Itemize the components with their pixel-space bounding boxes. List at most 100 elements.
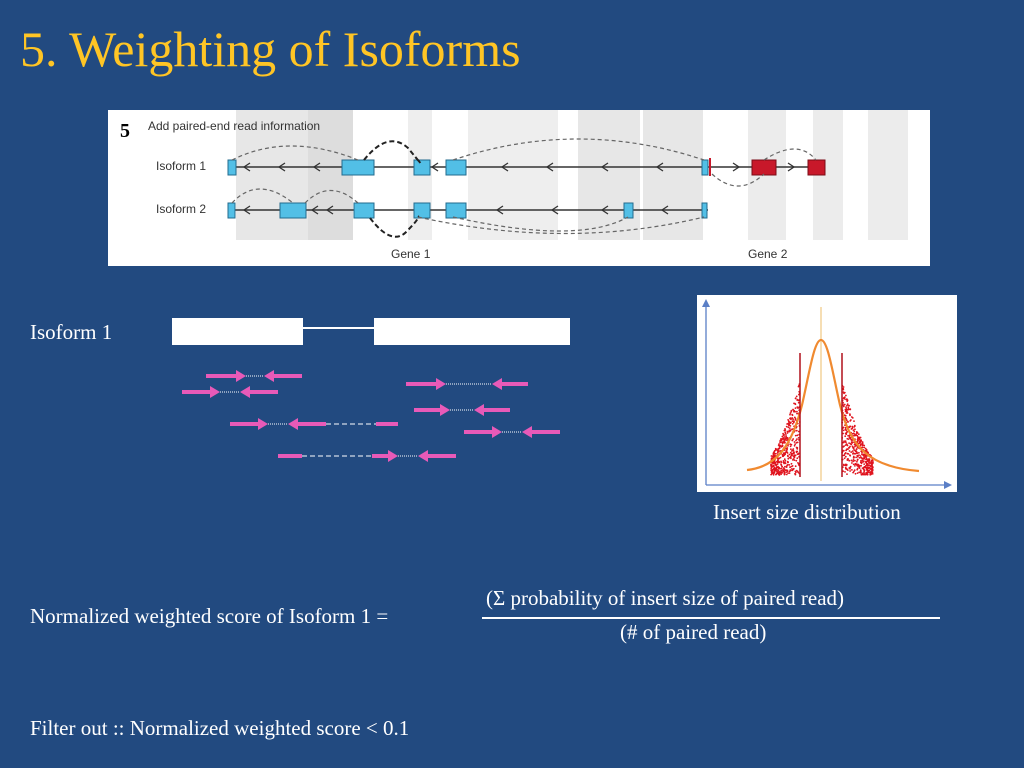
- sample-point: [863, 456, 866, 458]
- sample-point: [791, 469, 794, 472]
- sample-point: [788, 453, 791, 456]
- sample-point: [861, 458, 864, 460]
- sample-point: [773, 452, 775, 454]
- sample-point: [795, 441, 798, 444]
- sample-point: [848, 442, 850, 444]
- sample-point: [792, 452, 794, 455]
- sample-point: [846, 437, 849, 440]
- sample-point: [846, 399, 849, 402]
- sample-point: [863, 465, 866, 468]
- sample-point: [852, 459, 855, 461]
- sample-point: [784, 465, 786, 468]
- sample-point: [789, 412, 792, 414]
- sample-point: [849, 425, 852, 428]
- sample-point: [784, 432, 787, 435]
- sample-point: [780, 467, 783, 470]
- sample-point: [783, 458, 786, 461]
- sample-point: [854, 445, 856, 448]
- sample-point: [842, 405, 845, 408]
- sample-point: [784, 473, 786, 475]
- sample-point: [788, 427, 791, 429]
- sample-point: [779, 456, 782, 459]
- sample-point: [863, 463, 866, 465]
- sample-point: [851, 445, 854, 448]
- sample-point: [796, 410, 798, 413]
- sample-point: [856, 454, 859, 457]
- sample-point: [787, 422, 789, 425]
- sample-point: [782, 438, 785, 441]
- sample-point: [848, 434, 851, 437]
- sample-point: [778, 467, 780, 470]
- sample-point: [861, 446, 864, 449]
- sample-point: [784, 459, 787, 462]
- sample-point: [794, 407, 797, 409]
- sample-point: [852, 447, 855, 449]
- sample-point: [789, 413, 791, 416]
- sample-point: [785, 473, 788, 476]
- sample-point: [847, 408, 849, 411]
- figure-isoform1-label: Isoform 1: [156, 159, 206, 173]
- sample-point: [796, 438, 798, 440]
- sample-point: [846, 403, 849, 406]
- sample-point: [853, 469, 856, 472]
- isoform1-exon-1: [172, 318, 303, 345]
- sample-point: [793, 456, 796, 459]
- sample-point: [794, 443, 796, 446]
- sample-point: [853, 470, 855, 473]
- sample-point: [849, 413, 851, 416]
- sample-point: [778, 473, 780, 476]
- sample-point: [869, 464, 872, 467]
- sample-point: [770, 471, 773, 473]
- sample-point: [856, 440, 859, 443]
- sample-point: [780, 461, 783, 464]
- sample-point: [797, 399, 800, 402]
- sample-point: [775, 468, 777, 470]
- sample-point: [794, 434, 797, 437]
- sample-point: [845, 429, 848, 432]
- sample-point: [842, 391, 845, 393]
- sample-point: [862, 460, 865, 462]
- sample-point: [854, 450, 857, 453]
- sample-point: [770, 464, 773, 466]
- sample-point: [782, 460, 785, 462]
- sample-point: [856, 436, 859, 438]
- sample-point: [789, 456, 792, 459]
- sample-point: [789, 417, 791, 420]
- sample-point: [851, 417, 854, 419]
- sample-point: [870, 467, 873, 469]
- sample-point: [853, 449, 856, 451]
- sample-point: [846, 443, 848, 446]
- sample-point: [775, 470, 778, 472]
- sample-point: [786, 439, 788, 442]
- sample-point: [859, 455, 862, 457]
- sample-point: [796, 457, 799, 460]
- sample-point: [777, 469, 780, 472]
- normal-curve: [746, 338, 920, 473]
- sample-point: [858, 456, 861, 459]
- sample-point: [842, 454, 845, 457]
- sample-point: [782, 461, 785, 464]
- sample-point: [793, 409, 796, 412]
- sample-point: [785, 434, 787, 436]
- sample-point: [862, 454, 865, 457]
- sample-point: [787, 463, 789, 466]
- sample-point: [847, 406, 850, 409]
- sample-point: [849, 470, 851, 472]
- plot-axes: [702, 299, 952, 489]
- sample-point: [858, 471, 861, 474]
- sample-point: [850, 428, 853, 430]
- sample-point: [859, 470, 862, 472]
- sample-point: [793, 454, 796, 457]
- sample-point: [776, 451, 779, 454]
- sample-point: [863, 469, 866, 472]
- sample-point: [770, 455, 773, 457]
- sample-point: [844, 452, 846, 455]
- sample-point: [790, 462, 793, 465]
- slide-title: 5. Weighting of Isoforms: [20, 21, 521, 77]
- sample-point: [772, 473, 775, 476]
- sample-point: [775, 472, 778, 475]
- sample-point: [861, 442, 864, 445]
- sample-point: [853, 420, 855, 422]
- sample-point: [856, 452, 858, 455]
- sample-point: [773, 472, 775, 475]
